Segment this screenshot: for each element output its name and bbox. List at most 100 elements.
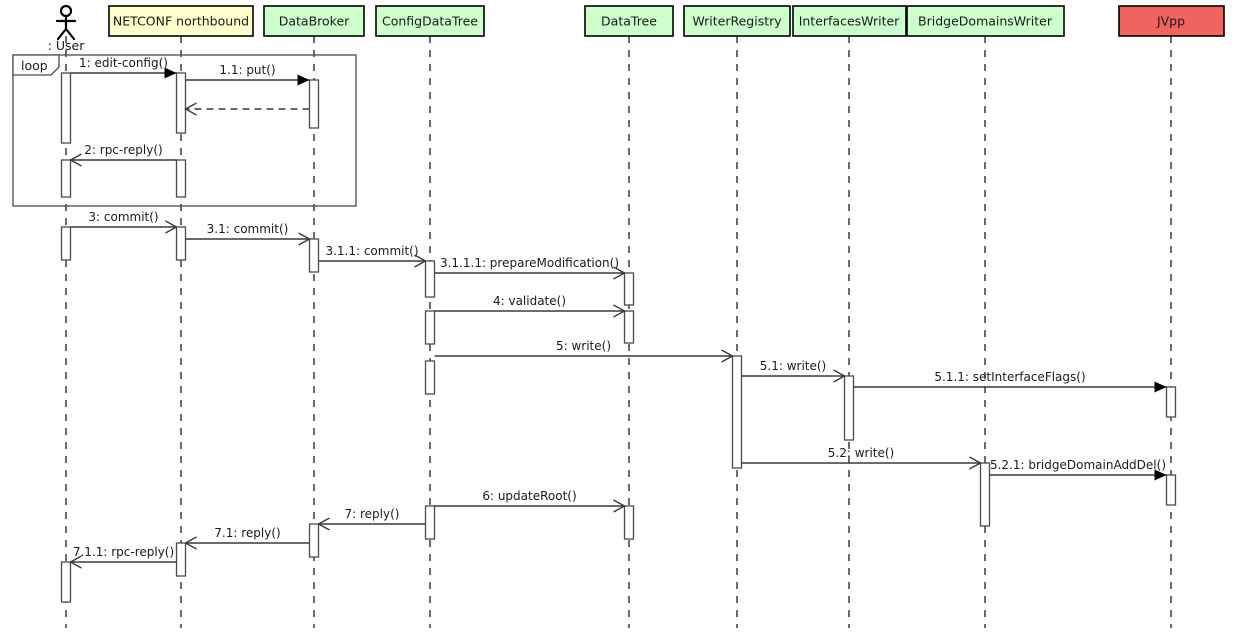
loop-fragment-tag: [12, 54, 60, 76]
activation-user-2: [60, 159, 72, 198]
participant-box-bridge-domains-writer: [906, 5, 1065, 37]
loop-fragment-operator-label: loop: [21, 58, 48, 73]
message-3-1-1-label: 3.1.1: commit(): [325, 244, 418, 258]
message-5-2-1[interactable]: 5.2.1: bridgeDomainAddDel(): [989, 458, 1167, 481]
activation-writerregistry-1: [731, 355, 743, 469]
participant-box-data-broker: [263, 5, 365, 37]
message-5-2-1-arrowhead: [1154, 469, 1167, 481]
message-5-2-arrowhead: [969, 456, 982, 470]
message-3-1-arrowhead: [298, 232, 311, 246]
participant-label-jvpp: JVpp: [1156, 14, 1185, 29]
activations-layer: [60, 72, 1177, 603]
actor-leg-left-icon: [56, 27, 68, 41]
message-1-1-return[interactable]: [184, 102, 310, 116]
message-5-2-1-label: 5.2.1: bridgeDomainAddDel(): [990, 458, 1166, 472]
activation-databroker-3: [308, 523, 320, 558]
activation-jvpp-2: [1165, 474, 1177, 506]
message-7-1[interactable]: 7.1: reply(): [184, 526, 310, 550]
activation-databroker-2: [308, 238, 320, 273]
messages-layer: 1: edit-config() 1.1: put() 2: rpc-reply()…: [69, 56, 1167, 569]
activation-configdatatree-4: [424, 505, 436, 540]
activation-user-3: [60, 226, 72, 261]
message-4-label: 4: validate(): [493, 294, 566, 308]
activation-datatree-1: [623, 272, 635, 306]
message-3-1-1-1[interactable]: 3.1.1.1: prepareModification(): [434, 256, 626, 280]
participant-config-data-tree[interactable]: ConfigDataTree: [375, 5, 485, 37]
participant-label-writer-registry: WriterRegistry: [692, 14, 782, 29]
message-6[interactable]: 6: updateRoot(): [434, 489, 626, 513]
actor-leg-right-icon: [64, 27, 76, 41]
participant-box-interfaces-writer: [792, 5, 907, 37]
message-3-1-1-1-arrowhead: [613, 266, 626, 280]
message-3-1[interactable]: 3.1: commit(): [185, 222, 311, 246]
message-3-label: 3: commit(): [88, 210, 158, 224]
activation-user-4: [60, 561, 72, 603]
message-1-label: 1: edit-config(): [79, 56, 168, 70]
message-3[interactable]: 3: commit(): [70, 210, 178, 234]
participant-jvpp[interactable]: JVpp: [1118, 5, 1225, 37]
message-7-1-1-label: 7.1.1: rpc-reply(): [73, 545, 174, 559]
message-5-2[interactable]: 5.2: write(): [741, 446, 982, 470]
message-5-1[interactable]: 5.1: write(): [741, 359, 846, 383]
participant-box-jvpp: [1118, 5, 1225, 37]
message-7-arrowhead: [317, 517, 330, 531]
message-5-1-arrowhead: [833, 369, 846, 383]
activation-configdatatree-1: [424, 260, 436, 298]
actor-user-label: : User: [48, 38, 86, 53]
participant-label-config-data-tree: ConfigDataTree: [382, 14, 478, 29]
participant-box-config-data-tree: [375, 5, 485, 37]
message-1-1-return-arrowhead: [184, 102, 197, 116]
activation-netconf-2: [175, 159, 187, 198]
participant-label-data-tree: DataTree: [601, 14, 657, 29]
loop-fragment: loop: [12, 54, 357, 207]
message-5-1-1-arrowhead: [1154, 381, 1167, 393]
message-6-arrowhead: [613, 499, 626, 513]
message-5-1-1-label: 5.1.1: setInterfaceFlags(): [934, 370, 1085, 384]
activation-bridgedomainswriter-1: [979, 462, 991, 527]
participant-label-interfaces-writer: InterfacesWriter: [799, 14, 900, 29]
activation-datatree-3: [623, 505, 635, 540]
message-4-arrowhead: [613, 304, 626, 318]
activation-databroker-1: [308, 79, 320, 129]
participant-box-writer-registry: [683, 5, 791, 37]
message-5-1-1[interactable]: 5.1.1: setInterfaceFlags(): [853, 370, 1167, 393]
participant-bridge-domains-writer[interactable]: BridgeDomainsWriter: [906, 5, 1065, 37]
message-2[interactable]: 2: rpc-reply(): [69, 143, 177, 167]
message-1-1[interactable]: 1.1: put(): [185, 63, 310, 86]
activation-netconf-3: [175, 226, 187, 261]
activation-interfaceswriter-1: [843, 375, 855, 441]
activation-netconf-4: [175, 542, 187, 577]
message-1[interactable]: 1: edit-config(): [70, 56, 177, 79]
participant-heads-layer: : User NETCONF northbound DataBroker Config…: [48, 4, 1225, 53]
message-4[interactable]: 4: validate(): [434, 294, 626, 318]
participant-netconf-northbound[interactable]: NETCONF northbound: [108, 5, 254, 37]
message-2-label: 2: rpc-reply(): [84, 143, 162, 157]
participant-data-tree[interactable]: DataTree: [584, 5, 674, 37]
participant-data-broker[interactable]: DataBroker: [263, 5, 365, 37]
participant-box-netconf-northbound: [108, 5, 254, 37]
message-5[interactable]: 5: write(): [434, 339, 734, 363]
message-3-arrowhead: [165, 220, 178, 234]
message-7-label: 7: reply(): [345, 507, 400, 521]
message-7[interactable]: 7: reply(): [317, 507, 426, 531]
message-5-1-label: 5.1: write(): [760, 359, 826, 373]
message-6-label: 6: updateRoot(): [482, 489, 576, 503]
message-7-1-label: 7.1: reply(): [214, 526, 280, 540]
message-1-arrowhead: [164, 67, 177, 79]
message-3-1-1-1-label: 3.1.1.1: prepareModification(): [440, 256, 619, 270]
participant-writer-registry[interactable]: WriterRegistry: [683, 5, 791, 37]
activation-jvpp-1: [1165, 386, 1177, 418]
activation-configdatatree-3: [424, 360, 436, 395]
actor-user-figure[interactable]: : User: [48, 4, 86, 53]
activation-datatree-2: [623, 310, 635, 344]
participant-interfaces-writer[interactable]: InterfacesWriter: [792, 5, 907, 37]
activation-netconf-1: [175, 72, 187, 134]
message-3-1-1[interactable]: 3.1.1: commit(): [318, 244, 427, 268]
message-1-1-arrowhead: [297, 74, 310, 86]
message-2-arrowhead: [69, 153, 82, 167]
message-5-arrowhead: [721, 349, 734, 363]
participant-box-data-tree: [584, 5, 674, 37]
message-7-1-1[interactable]: 7.1.1: rpc-reply(): [69, 545, 177, 569]
message-1-1-label: 1.1: put(): [219, 63, 275, 77]
